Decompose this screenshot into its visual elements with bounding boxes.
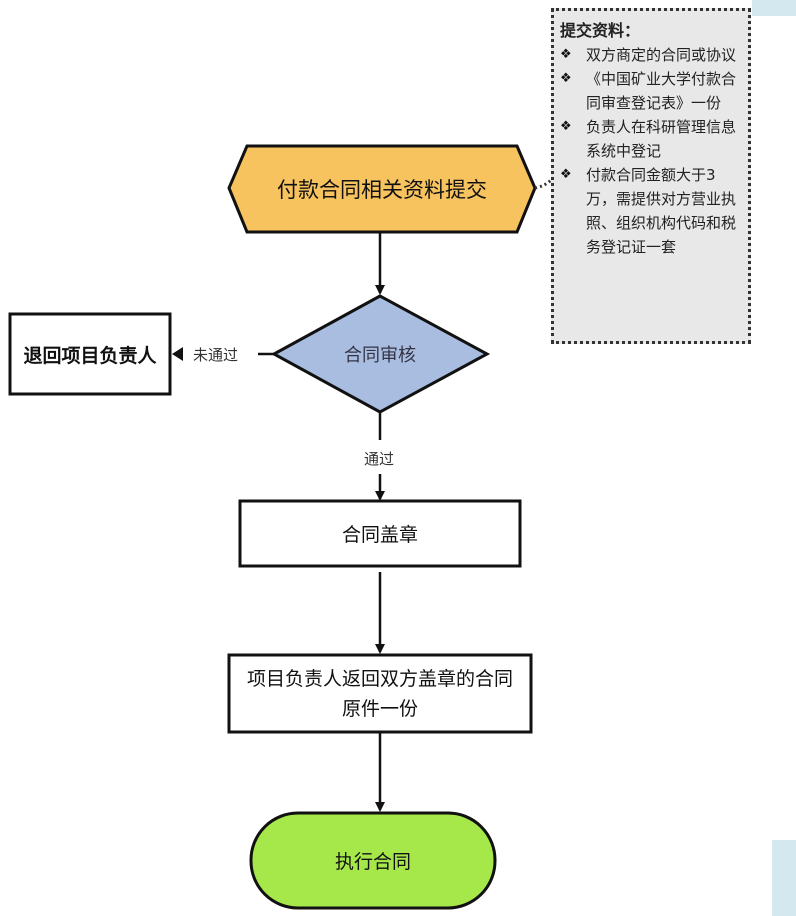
diamond-bullet-icon: ❖ — [560, 119, 572, 134]
edge-return-arrowhead — [172, 347, 183, 361]
corner-decoration — [772, 840, 796, 916]
note-item-text: 《中国矿业大学付款合同审查登记表》一份 — [586, 70, 737, 112]
note-item: ❖ 《中国矿业大学付款合同审查登记表》一份 — [560, 67, 744, 115]
note-title: 提交资料： — [560, 21, 641, 40]
return-node-shape — [8, 312, 172, 396]
review-node-label: 合同审核 — [344, 345, 416, 366]
edge-label-pass: 通过 — [364, 450, 395, 468]
execute-node-shape — [249, 811, 497, 910]
note-connector — [534, 178, 553, 190]
return-node-label: 退回项目负责人 — [23, 344, 157, 367]
note-item: ❖ 负责人在科研管理信息系统中登记 — [560, 115, 744, 163]
note-item-text: 付款合同金额大于3万，需提供对方营业执照、组织机构代码和税务登记证一套 — [586, 166, 737, 256]
note-item-text: 负责人在科研管理信息系统中登记 — [586, 118, 737, 160]
edge-label-fail: 未通过 — [193, 346, 239, 364]
stamp-node-shape — [238, 499, 522, 568]
diamond-bullet-icon: ❖ — [560, 47, 572, 62]
diamond-bullet-icon: ❖ — [560, 167, 572, 182]
note-item: ❖ 付款合同金额大于3万，需提供对方营业执照、组织机构代码和税务登记证一套 — [560, 163, 744, 259]
note-item-text: 双方商定的合同或协议 — [586, 46, 737, 64]
submit-node-label: 付款合同相关资料提交 — [277, 178, 487, 202]
return-original-node-label: 项目负责人返回双方盖章的合同原件一份 — [246, 667, 513, 720]
stamp-node-label: 合同盖章 — [341, 524, 418, 546]
submit-node-shape — [227, 144, 537, 234]
corner-decoration — [752, 0, 796, 16]
submission-materials-note: 提交资料： ❖ 双方商定的合同或协议 ❖ 《中国矿业大学付款合同审查登记表》一份… — [551, 8, 751, 344]
execute-node-label: 执行合同 — [334, 851, 411, 873]
note-item: ❖ 双方商定的合同或协议 — [560, 43, 744, 67]
diamond-bullet-icon: ❖ — [560, 71, 572, 86]
